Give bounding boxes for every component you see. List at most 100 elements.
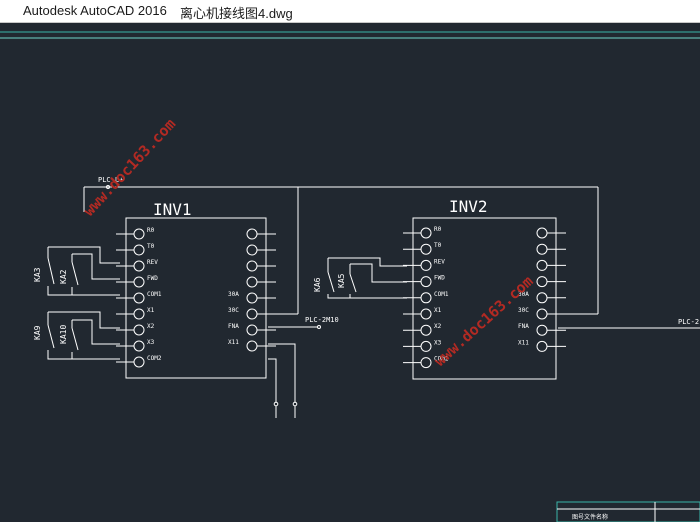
inv1-right-terminals: 30A 30C FNA X11 — [228, 228, 276, 352]
inv2-left-pin-label: X3 — [434, 339, 442, 346]
inv1-left-pin-label: COM1 — [147, 291, 162, 298]
inv2-left-terminal[interactable] — [420, 227, 432, 239]
inv1-left-pin-label: X2 — [147, 323, 155, 330]
plc-right-net: PLC-2 — [558, 318, 700, 329]
inv2-left-terminal[interactable] — [420, 340, 432, 352]
inv2-left-terminal[interactable] — [420, 292, 432, 304]
title-block-text: 图号文件名称 — [572, 513, 608, 521]
inv1-right-terminal[interactable] — [246, 260, 258, 272]
inv1-right-terminal[interactable] — [246, 228, 258, 240]
plc-2m10-label: PLC-2M10 — [305, 316, 339, 324]
inv1-right-pin-label: 30C — [228, 307, 239, 314]
inv1-title: INV1 — [153, 200, 192, 219]
ka2-contact — [71, 261, 79, 286]
inv2-title: INV2 — [449, 197, 488, 216]
ka9-wire-bot — [47, 350, 120, 360]
inv1-right-terminal[interactable] — [246, 324, 258, 336]
title-block-frame — [556, 501, 700, 522]
inv1-x11-node — [273, 401, 279, 407]
app-title: Autodesk AutoCAD 2016 — [23, 3, 167, 18]
plc-l-node — [106, 185, 110, 189]
relay-ka5-label: KA5 — [337, 273, 346, 288]
inv1-left-pin-label: X3 — [147, 339, 155, 346]
inv2-left-terminal[interactable] — [420, 259, 432, 271]
inv1-right-terminal[interactable] — [246, 244, 258, 256]
inv2-left-terminal[interactable] — [420, 324, 432, 336]
inv1-right-terminal[interactable] — [246, 308, 258, 320]
ka9-wire-top — [48, 311, 120, 329]
inv1-left-terminal[interactable] — [133, 228, 145, 240]
inv2-right-terminal[interactable] — [536, 324, 548, 336]
inv2-right-terminal[interactable] — [536, 276, 548, 288]
inv1-left-pin-label: R0 — [147, 227, 155, 234]
inv2-left-terminal[interactable] — [420, 243, 432, 255]
inv2-right-terminal[interactable] — [536, 243, 548, 255]
inv2-left-pin-label: R0 — [434, 226, 442, 233]
inv2-left-terminal[interactable] — [420, 308, 432, 320]
inv1-relay-contacts: KA3 KA2 KA9 KA10 — [33, 246, 120, 360]
inv1-box — [125, 217, 267, 379]
inv1-right-pin-label: X11 — [228, 339, 239, 346]
inv1-fna-wire — [268, 343, 296, 402]
relay-ka3-label: KA3 — [33, 267, 42, 282]
inv1-right-terminal[interactable] — [246, 292, 258, 304]
inv2-left-pin-label: REV — [434, 258, 445, 265]
inv2-left-pin-label: COM1 — [434, 291, 449, 298]
inv2-right-terminal[interactable] — [536, 340, 548, 352]
ka10-contact — [71, 327, 79, 351]
inv2-relay-contacts: KA6 KA5 — [313, 257, 407, 299]
inv2-right-pin-label: X11 — [518, 339, 529, 346]
ka6-wire-bot — [327, 294, 407, 299]
plc-2m10-node — [317, 325, 321, 329]
inv1-left-terminal[interactable] — [133, 276, 145, 288]
inv1-fna-node — [292, 401, 298, 407]
inv1-right-pin-label: 30A — [228, 291, 239, 298]
inv1-left-terminal[interactable] — [133, 292, 145, 304]
inv1-x11-wire — [268, 358, 277, 402]
inv2-left-terminal[interactable] — [420, 357, 432, 369]
file-name: 离心机接线图4.dwg — [180, 6, 293, 21]
inv2-right-terminal[interactable] — [536, 292, 548, 304]
relay-ka2-label: KA2 — [59, 269, 68, 284]
plc-l-net: PLC-L+ — [83, 176, 599, 315]
ka3-contact — [47, 257, 55, 285]
watermark-2: www.doc163.com — [431, 272, 537, 370]
inv1-left-terminal[interactable] — [133, 308, 145, 320]
inv1-left-terminal[interactable] — [133, 244, 145, 256]
inv2-right-pin-label: FNA — [518, 323, 529, 330]
ka10-wire-top — [72, 319, 120, 345]
inv1-left-terminal[interactable] — [133, 324, 145, 336]
inv2-left-pin-label: COM2 — [434, 356, 449, 363]
plc-right-label: PLC-2 — [678, 318, 699, 326]
inv1-left-terminal[interactable] — [133, 340, 145, 352]
inv1-left-terminal[interactable] — [133, 356, 145, 368]
inv1-right-terminal[interactable] — [246, 340, 258, 352]
ka6-wire-top — [328, 257, 407, 267]
inv1-left-terminal[interactable] — [133, 260, 145, 272]
ka3-wire-bot — [47, 286, 120, 296]
inv2-right-terminal[interactable] — [536, 259, 548, 271]
inv1-left-pin-label: FWD — [147, 275, 158, 282]
inv2-right-terminal[interactable] — [536, 227, 548, 239]
ka9-contact — [47, 324, 55, 349]
inv1-left-pin-label: COM2 — [147, 355, 162, 362]
inv1-right-terminal[interactable] — [246, 276, 258, 288]
relay-ka6-label: KA6 — [313, 277, 322, 292]
inv1-output-wires — [268, 343, 298, 418]
inv2-left-pin-label: FWD — [434, 275, 445, 282]
inv2-left-terminal[interactable] — [420, 276, 432, 288]
ka5-wire-top — [350, 263, 407, 283]
ka3-wire-top — [48, 246, 120, 264]
inv2-right-terminal[interactable] — [536, 308, 548, 320]
inv1-right-pin-label: FNA — [228, 323, 239, 330]
inv2-left-pin-label: X1 — [434, 307, 442, 314]
ka2-wire-top — [72, 253, 120, 280]
inv1-left-pin-label: REV — [147, 259, 158, 266]
